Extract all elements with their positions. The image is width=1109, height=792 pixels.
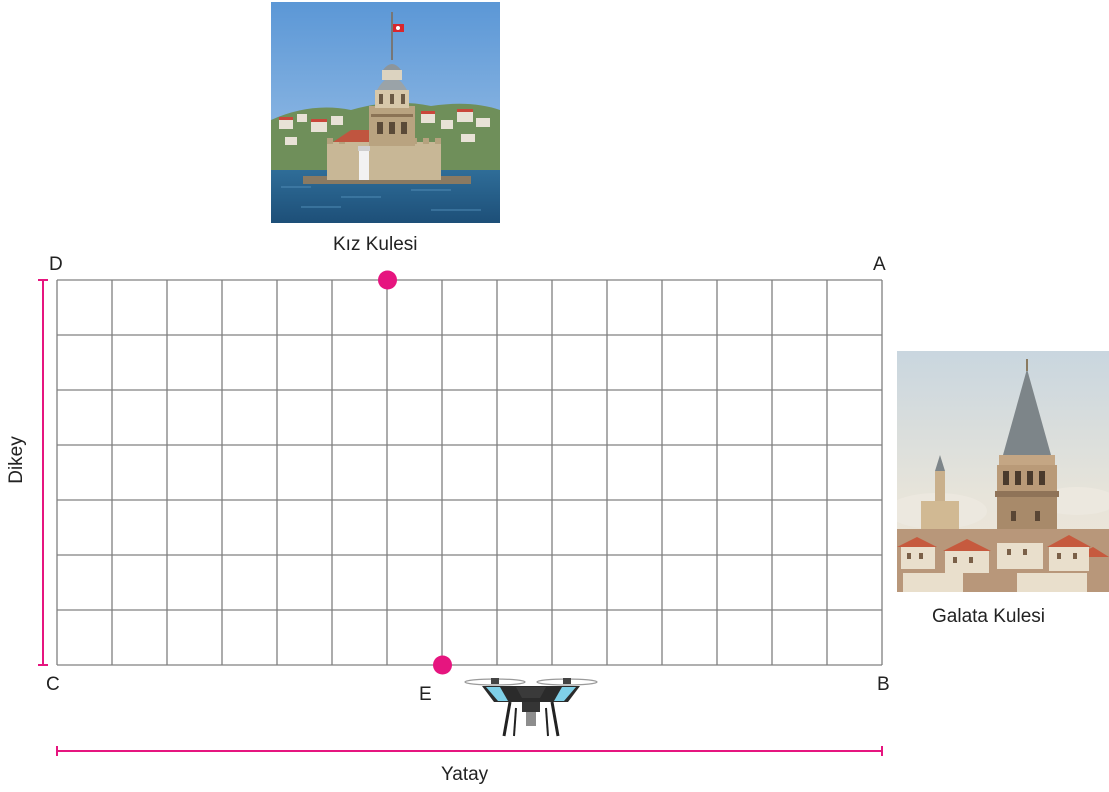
grid-point-top-marker xyxy=(378,270,397,290)
galata-tower-photo xyxy=(897,351,1109,592)
galata-tower-caption: Galata Kulesi xyxy=(932,606,1046,627)
grid-point-e xyxy=(433,655,452,675)
corner-label-a: A xyxy=(873,254,886,275)
maiden-tower-caption: Kız Kulesi xyxy=(333,234,418,255)
corner-label-d: D xyxy=(49,254,63,275)
vertical-axis-label: Dikey xyxy=(5,436,27,484)
grid-lines xyxy=(56,279,883,666)
drone-icon xyxy=(464,678,598,737)
corner-label-c: C xyxy=(46,674,60,695)
horizontal-axis-label: Yatay xyxy=(441,764,489,785)
maiden-tower-photo xyxy=(271,2,500,223)
grid-points xyxy=(378,270,452,675)
corner-label-b: B xyxy=(877,674,890,695)
axes xyxy=(38,279,883,756)
point-label-e: E xyxy=(419,684,432,705)
